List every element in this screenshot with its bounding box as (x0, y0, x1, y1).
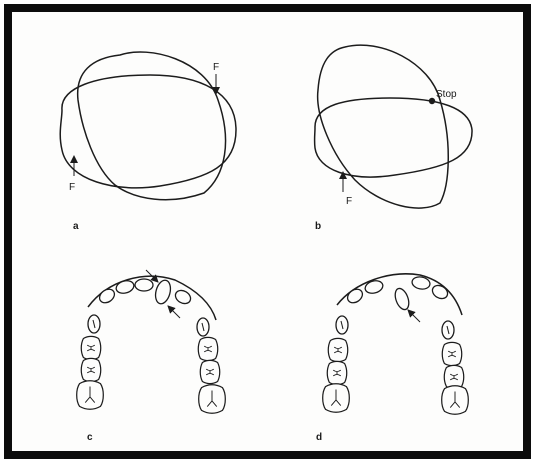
arrow-lower (168, 306, 180, 318)
molar (199, 385, 226, 414)
force-label: F (346, 196, 352, 207)
tooth (135, 279, 153, 291)
premolar (81, 336, 100, 359)
tooth (345, 286, 365, 305)
premolar (328, 338, 347, 361)
canine-right (197, 318, 209, 336)
panel-d: d (316, 274, 468, 443)
premolar (81, 358, 100, 381)
panel-label-c: c (87, 432, 93, 443)
tooth (173, 288, 193, 306)
outline-tall (318, 45, 449, 208)
tooth (364, 279, 384, 295)
premolar (442, 342, 461, 365)
outline-wide (60, 75, 236, 188)
premolar (327, 361, 346, 384)
panel-label-a: a (73, 221, 79, 232)
stop-label: Stop (436, 89, 457, 100)
molar (442, 386, 469, 415)
panel-label-d: d (316, 432, 322, 443)
panel-b: Stop F b (315, 45, 472, 232)
panel-c: c (77, 270, 226, 443)
molar (77, 381, 104, 410)
repositioned-tooth (393, 287, 412, 312)
displaced-tooth (153, 279, 173, 306)
tooth (430, 283, 450, 301)
arrow (408, 310, 420, 322)
molar (323, 384, 350, 413)
outline-tall (78, 52, 226, 200)
stop-point (429, 98, 435, 104)
force-label-bottom: F (69, 182, 75, 193)
force-label-top: F (213, 62, 219, 73)
canine-right (442, 321, 454, 339)
panel-label-b: b (315, 221, 321, 232)
tooth (97, 286, 117, 305)
panel-a: F F a (60, 52, 236, 232)
canine-left (336, 316, 348, 334)
premolar (198, 337, 217, 360)
premolar (200, 360, 219, 383)
canine-left (88, 315, 100, 333)
tooth (115, 279, 135, 295)
